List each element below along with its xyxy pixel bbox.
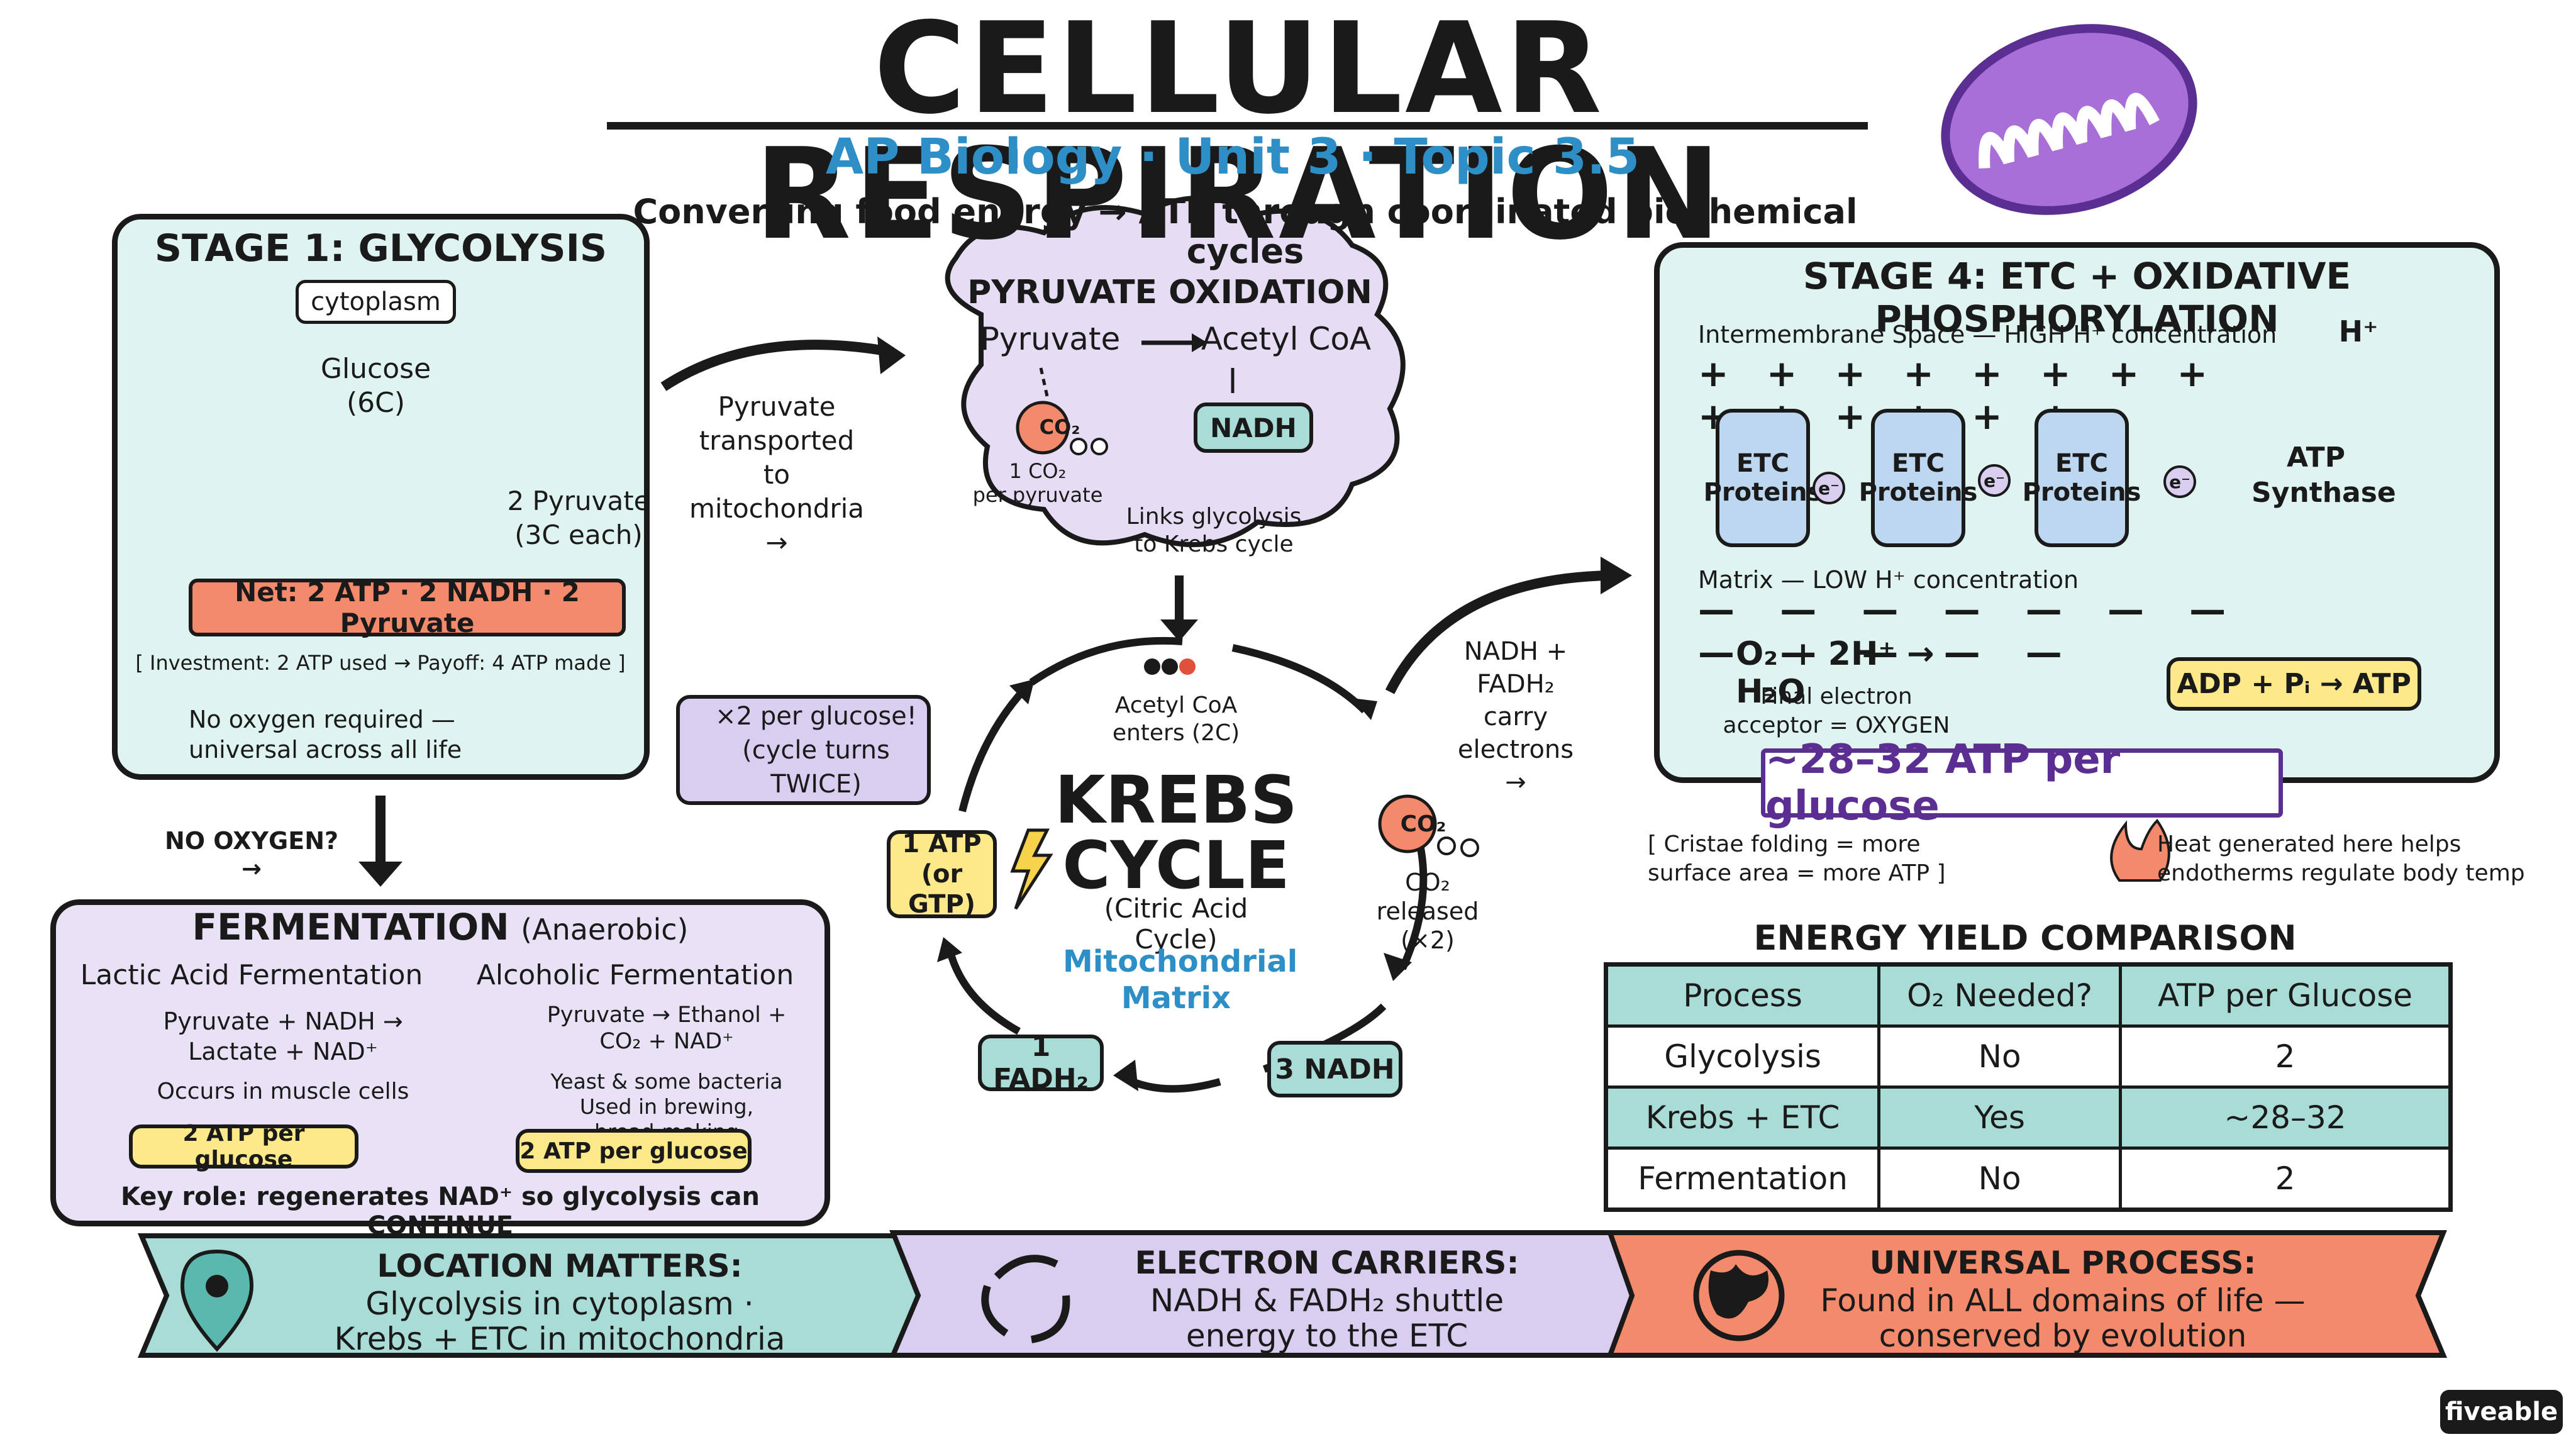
investment-note: [ Investment: 2 ATP used → Payoff: 4 ATP… xyxy=(135,651,626,675)
lactic-note: Occurs in muscle cells xyxy=(157,1079,409,1104)
lactic-equation: Pyruvate + NADH → Lactate + NAD⁺ xyxy=(163,1008,403,1065)
krebs-per-glucose-chip: ×2 per glucose! (cycle turns TWICE) xyxy=(676,695,931,805)
table-cell: 2 xyxy=(2119,1146,2452,1211)
po-pyruvate: Pyruvate xyxy=(980,321,1121,357)
etc-protein-3: ETC Proteins xyxy=(2023,409,2141,547)
po-acetyl-coa: Acetyl CoA xyxy=(1201,321,1372,357)
alcoholic-yield-chip: 2 ATP per glucose xyxy=(516,1129,752,1173)
adp-atp-chip: ADP + Pᵢ → ATP xyxy=(2167,657,2421,711)
krebs-co2-label: CO₂ xyxy=(1400,811,1446,837)
fermentation-key-role: Key role: regenerates NAD⁺ so glycolysis… xyxy=(120,1182,760,1240)
po-co2-label: CO₂ xyxy=(1039,415,1080,439)
intermembrane-label: Intermembrane Space — HIGH H⁺ concentrat… xyxy=(1698,321,2277,348)
krebs-subtitle: (Citric Acid Cycle) xyxy=(1104,893,1248,955)
cycle-arrows-icon xyxy=(981,1255,1070,1343)
mitochondrion-icon xyxy=(1941,24,2197,215)
table-cell: No xyxy=(1877,1024,2122,1089)
electron-icon: e⁻ xyxy=(1813,472,1845,504)
location-pin-icon xyxy=(180,1249,254,1352)
net-yield-chip: Net: 2 ATP · 2 NADH · 2 Pyruvate xyxy=(189,577,626,638)
table-cell: 2 xyxy=(2119,1024,2452,1089)
fermentation-title-note: (Anaerobic) xyxy=(521,913,689,947)
banner-universal-body: Found in ALL domains of life — conserved… xyxy=(1820,1282,2306,1354)
krebs-title: KREBS CYCLE xyxy=(1055,762,1297,904)
globe-icon xyxy=(1693,1250,1785,1341)
stage4-title: STAGE 4: ETC + OXIDATIVE PHOSPHORYLATION xyxy=(1802,255,2351,340)
brand-logo[interactable]: fiveable xyxy=(2440,1390,2563,1434)
energy-yield-table: Process O₂ Needed? ATP per Glucose Glyco… xyxy=(1604,962,2453,1212)
krebs-acetyl-note: Acetyl CoA enters (2C) xyxy=(1112,692,1240,746)
table-cell: Glycolysis xyxy=(1604,1024,1881,1089)
krebs-location: Mitochondrial Matrix xyxy=(1063,944,1298,1016)
page-subtitle: AP Biology · Unit 3 · Topic 3.5 xyxy=(825,129,1640,186)
table-cell: ~28–32 xyxy=(2119,1085,2452,1150)
table-row: Glycolysis No 2 xyxy=(1604,1024,2452,1089)
page-title: CELLULAR RESPIRATION xyxy=(754,0,1724,268)
table-header: Process xyxy=(1604,963,1881,1028)
oxygen-equation: O₂ + 2H⁺ → H₂O xyxy=(1736,635,1935,711)
table-cell: Krebs + ETC xyxy=(1604,1085,1881,1150)
krebs-atp-chip: 1 ATP (or GTP) xyxy=(887,830,997,919)
banner-location-title: LOCATION MATTERS: xyxy=(377,1248,743,1284)
pyruvate-transport-label: Pyruvate transported to mitochondria → xyxy=(689,391,865,558)
banner-universal xyxy=(1606,1230,2448,1358)
alcoholic-equation: Pyruvate → Ethanol + CO₂ + NAD⁺ xyxy=(547,1002,787,1054)
glucose-label: Glucose (6C) xyxy=(320,353,431,419)
matrix-label: Matrix — LOW H⁺ concentration xyxy=(1698,566,2079,594)
banner-location-body: Glycolysis in cytoplasm · Krebs + ETC in… xyxy=(334,1285,786,1357)
final-acceptor-note: Final electron acceptor = OXYGEN xyxy=(1723,684,1950,738)
no-oxygen-question: NO OXYGEN? → xyxy=(164,827,339,882)
krebs-fadh-chip: 1 FADH₂ xyxy=(978,1031,1104,1095)
pyruvate-oxidation-title: PYRUVATE OXIDATION xyxy=(967,274,1372,311)
atp-synthase-label: ATP Synthase xyxy=(2251,441,2396,509)
page-tagline: Converting food energy → ATP through coo… xyxy=(633,192,1858,271)
heat-note: Heat generated here helps endotherms reg… xyxy=(2157,831,2525,886)
krebs-nadh-chip: 3 NADH xyxy=(1267,1041,1402,1097)
arrow-to-mitochondria xyxy=(660,340,894,391)
electron-icon: e⁻ xyxy=(1978,464,2011,497)
cristae-note: [ Cristae folding = more surface area = … xyxy=(1648,831,1946,886)
table-row: Fermentation No 2 xyxy=(1604,1146,2452,1211)
table-header: ATP per Glucose xyxy=(2119,963,2452,1028)
pyruvate-label: 2 Pyruvate (3C each) xyxy=(507,486,650,550)
no-oxygen-note: No oxygen required — universal across al… xyxy=(189,706,462,763)
table-cell: No xyxy=(1877,1146,2122,1211)
energy-yield-title: ENERGY YIELD COMPARISON xyxy=(1753,918,2297,958)
lactic-yield-chip: 2 ATP per glucose xyxy=(129,1121,358,1172)
table-header: O₂ Needed? xyxy=(1877,963,2122,1028)
atp-yield-box: ~28–32 ATP per glucose xyxy=(1761,736,2283,830)
banner-universal-title: UNIVERSAL PROCESS: xyxy=(1869,1245,2257,1281)
co2-molecule xyxy=(1016,401,1070,455)
banner-carriers-body: NADH & FADH₂ shuttle energy to the ETC xyxy=(1150,1282,1504,1354)
fermentation-title-main: FERMENTATION xyxy=(192,906,509,948)
etc-protein-1: ETC Proteins xyxy=(1704,409,1822,547)
electron-carriers-note: NADH + FADH₂ carry electrons → xyxy=(1457,637,1574,797)
h-plus-label: H⁺ xyxy=(2338,314,2379,348)
lactic-title: Lactic Acid Fermentation xyxy=(80,959,423,991)
co2-molecule-krebs xyxy=(1378,794,1437,853)
table-header-row: Process O₂ Needed? ATP per Glucose xyxy=(1604,963,2452,1028)
etc-protein-2: ETC Proteins xyxy=(1859,409,1977,547)
table-cell: Yes xyxy=(1877,1085,2122,1150)
fire-icon xyxy=(2110,818,2170,882)
negative-charges: — — — — — — — — — — — — xyxy=(1698,588,2243,674)
fermentation-title: FERMENTATION (Anaerobic) xyxy=(50,906,830,948)
po-links-note: Links glycolysis to Krebs cycle xyxy=(1126,504,1302,557)
po-nadh-chip: NADH xyxy=(1194,402,1313,453)
banner-carriers-title: ELECTRON CARRIERS: xyxy=(1135,1245,1519,1281)
po-co2-note: 1 CO₂ per pyruvate xyxy=(972,459,1103,507)
pyruvate-oxidation-cloud xyxy=(945,196,1406,547)
stage1-title: STAGE 1: GLYCOLYSIS xyxy=(154,226,608,270)
table-row: Krebs + ETC Yes ~28–32 xyxy=(1604,1085,2452,1150)
table-cell: Fermentation xyxy=(1604,1146,1881,1211)
cytoplasm-label: cytoplasm xyxy=(296,280,456,324)
electron-icon: e⁻ xyxy=(2163,465,2196,498)
alcoholic-title: Alcoholic Fermentation xyxy=(476,959,794,991)
krebs-co2-released: CO₂ released (×2) xyxy=(1376,869,1479,954)
